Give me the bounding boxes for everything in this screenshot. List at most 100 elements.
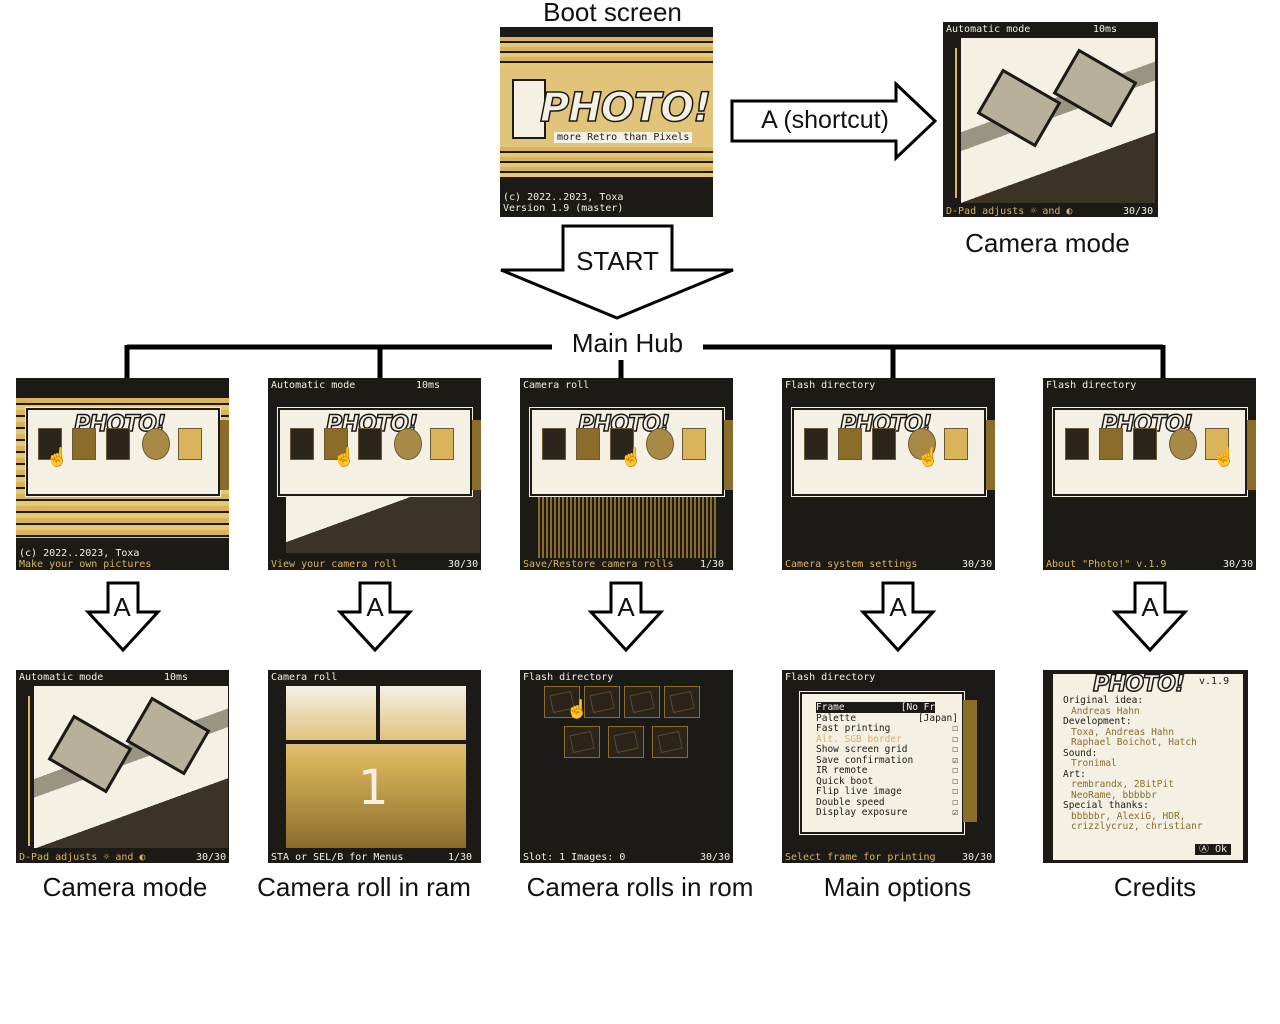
- option-label: Show screen grid: [816, 744, 908, 755]
- film-roll-icon[interactable]: [838, 428, 862, 460]
- gear-icon[interactable]: [1169, 428, 1197, 460]
- label-credits: Credits: [1113, 872, 1197, 902]
- credits-version: v.1.9: [1199, 676, 1230, 687]
- option-label: Double speed: [816, 796, 885, 808]
- roll-footer: STA or SEL/B for Menus: [271, 852, 404, 863]
- label-camera-mode: Camera mode: [42, 872, 208, 902]
- option-value: ☐: [952, 733, 958, 745]
- camera-footer: D-Pad adjusts ☼ and ◐: [946, 206, 1073, 217]
- gear-icon[interactable]: [646, 428, 674, 460]
- info-icon[interactable]: [1205, 428, 1229, 460]
- camera-screen-top: Automatic mode 10ms D-Pad adjusts ☼ and …: [943, 22, 1158, 217]
- film-roll-icon[interactable]: [576, 428, 600, 460]
- options-header: Flash directory: [785, 672, 876, 683]
- gear-icon[interactable]: [908, 428, 936, 460]
- label-main-hub: Main Hub: [571, 328, 684, 358]
- hub-footer: Make your own pictures: [19, 559, 152, 570]
- info-icon[interactable]: [178, 428, 202, 460]
- gear-icon[interactable]: [394, 428, 422, 460]
- option-row[interactable]: Fast printing ☐: [816, 723, 958, 734]
- flash-slot[interactable]: [608, 726, 644, 758]
- hub-screen: Flash directory PHOTO! ☝ About "Photo!" …: [1043, 378, 1256, 570]
- boot-version: Version 1.9 (master): [503, 203, 624, 214]
- option-row[interactable]: Save confirmation ☑: [816, 755, 958, 766]
- a-down-arrow: [587, 581, 665, 653]
- option-value: ☐: [952, 744, 958, 755]
- camera-mode-text: Automatic mode: [946, 24, 1031, 35]
- option-value: ☑: [952, 807, 958, 818]
- credits-line: Development:: [1063, 716, 1132, 727]
- option-row[interactable]: Alt. SGB border ☐: [816, 734, 958, 745]
- camera-icon[interactable]: [290, 428, 314, 460]
- flash-slot[interactable]: [564, 726, 600, 758]
- option-row[interactable]: Double speed ☐: [816, 797, 958, 808]
- camera-screen-bottom: Automatic mode 10ms D-Pad adjusts ☼ and …: [16, 670, 229, 863]
- options-count: 30/30: [962, 852, 993, 863]
- film-roll-icon[interactable]: [324, 428, 348, 460]
- flash-slot[interactable]: [652, 726, 688, 758]
- label-shortcut: A (shortcut): [761, 106, 889, 134]
- option-label: Quick boot: [816, 775, 874, 787]
- flash-slot[interactable]: [584, 686, 620, 718]
- chip-icon[interactable]: [1133, 428, 1157, 460]
- option-row[interactable]: IR remote ☐: [816, 765, 958, 776]
- chip-icon[interactable]: [106, 428, 130, 460]
- option-row[interactable]: Display exposure ☑: [816, 807, 958, 818]
- label-main-options: Main options: [823, 872, 972, 902]
- flash-footer: Slot: 1 Images: 0: [523, 852, 626, 863]
- info-icon[interactable]: [682, 428, 706, 460]
- option-label: Alt. SGB border: [816, 733, 902, 745]
- info-icon[interactable]: [944, 428, 968, 460]
- a-down-arrow: [84, 581, 162, 653]
- roll-number: 1: [358, 760, 389, 816]
- hub-count: 30/30: [448, 559, 479, 570]
- hand-cursor-icon: ☝: [45, 447, 69, 467]
- flash-directory-screen: Flash directory ☝ Slot: 1 Images: 0 30/3…: [520, 670, 733, 863]
- option-row[interactable]: Quick boot ☐: [816, 776, 958, 787]
- film-roll-icon[interactable]: [1099, 428, 1123, 460]
- label-camera-roll-ram: Camera roll in ram: [257, 872, 471, 902]
- option-row[interactable]: Show screen grid ☐: [816, 744, 958, 755]
- label-camera-mode-top: Camera mode: [965, 228, 1130, 258]
- hub-header: Flash directory: [1046, 380, 1137, 391]
- camera-icon[interactable]: [38, 428, 62, 460]
- option-value: [No Frame]: [900, 702, 958, 713]
- credits-line: Original idea:: [1063, 695, 1144, 706]
- hub-footer: Save/Restore camera rolls: [523, 559, 674, 570]
- hub-screen: Automatic mode 10ms PHOTO! ☝ View your c…: [268, 378, 481, 570]
- chip-icon[interactable]: [358, 428, 382, 460]
- chip-icon[interactable]: [872, 428, 896, 460]
- credits-line: Toxa, Andreas Hahn: [1071, 726, 1174, 738]
- camera-icon[interactable]: [542, 428, 566, 460]
- option-label: Flip live image: [816, 786, 902, 797]
- option-value: ☐: [952, 796, 958, 808]
- credits-line: Special thanks:: [1063, 800, 1149, 811]
- option-row[interactable]: Palette [Japan]: [816, 713, 958, 724]
- hub-exposure: 10ms: [416, 380, 441, 391]
- main-options-screen: Flash directory Frame [No Frame]Palette …: [782, 670, 995, 863]
- option-value: ☐: [952, 775, 958, 787]
- credits-line: Andreas Hahn: [1071, 705, 1140, 717]
- flash-slot[interactable]: [624, 686, 660, 718]
- credits-line: NeoRame, bbbbbr: [1071, 789, 1157, 801]
- gear-icon[interactable]: [142, 428, 170, 460]
- flash-slot[interactable]: [544, 686, 580, 718]
- option-row[interactable]: Flip live image ☐: [816, 786, 958, 797]
- hand-cursor-icon: ☝: [916, 447, 940, 467]
- boot-screen: PHOTO! more Retro than Pixels (c) 2022..…: [500, 27, 713, 217]
- film-roll-icon[interactable]: [72, 428, 96, 460]
- info-icon[interactable]: [430, 428, 454, 460]
- arrow-a-label: A: [889, 592, 907, 622]
- arrow-a-label: A: [1141, 592, 1159, 622]
- option-row[interactable]: Frame [No Frame]: [816, 702, 958, 713]
- chip-icon[interactable]: [610, 428, 634, 460]
- ok-button[interactable]: Ⓐ Ok: [1195, 844, 1232, 855]
- camera-icon[interactable]: [1065, 428, 1089, 460]
- arrow-a-label: A: [617, 592, 635, 622]
- flash-slot[interactable]: [664, 686, 700, 718]
- camera-icon[interactable]: [804, 428, 828, 460]
- credits-line: Art:: [1063, 768, 1086, 780]
- options-footer: Select frame for printing: [785, 852, 936, 863]
- label-start: START: [576, 246, 659, 276]
- camera-mode-text: Automatic mode: [19, 672, 104, 683]
